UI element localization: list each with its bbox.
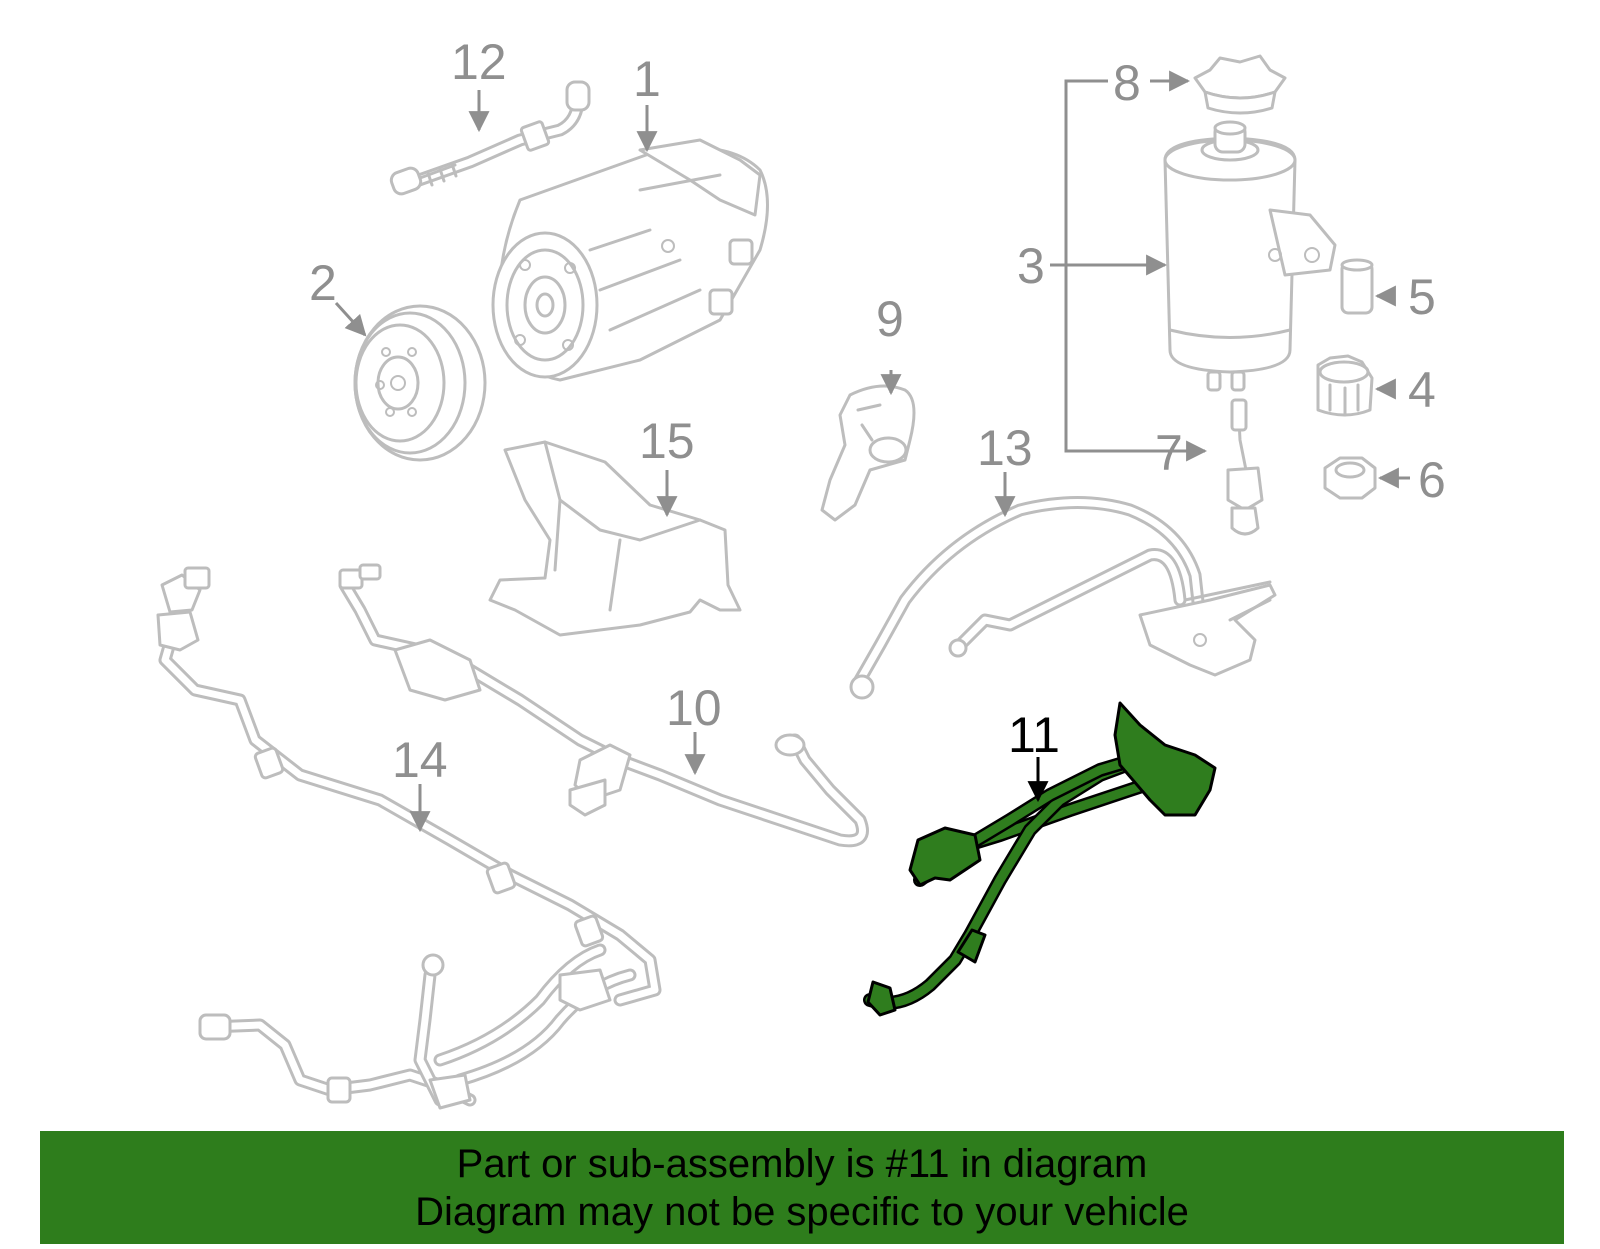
callout-labels: 1 2 3 4 5 6 7 8 9 10 11 12 13 14 15 [309, 34, 1446, 788]
banner-line-2: Diagram may not be specific to your vehi… [415, 1190, 1189, 1234]
part-5-sleeve[interactable] [1340, 258, 1374, 315]
callout-14[interactable]: 14 [392, 732, 448, 788]
part-7-sensor[interactable] [1226, 398, 1264, 536]
callout-15[interactable]: 15 [639, 413, 695, 469]
part-1-pump[interactable] [491, 138, 769, 382]
callout-3[interactable]: 3 [1017, 238, 1045, 294]
part-3-reservoir[interactable] [1163, 120, 1337, 392]
info-banner: Part or sub-assembly is #11 in diagram D… [40, 1131, 1564, 1244]
callout-4[interactable]: 4 [1408, 362, 1436, 418]
part-12-hose[interactable] [389, 80, 591, 196]
part-11-hose-assembly[interactable] [863, 701, 1217, 1017]
callout-11[interactable]: 11 [1008, 707, 1060, 763]
part-8-cap[interactable] [1193, 54, 1287, 115]
callout-10[interactable]: 10 [666, 680, 722, 736]
part-10-hose[interactable] [338, 563, 869, 848]
callout-9[interactable]: 9 [876, 291, 904, 347]
part-13-hose[interactable] [849, 496, 1277, 700]
banner-line-1: Part or sub-assembly is #11 in diagram [456, 1142, 1148, 1186]
callout-13[interactable]: 13 [977, 420, 1033, 476]
callout-7[interactable]: 7 [1155, 425, 1183, 481]
part-6-nut[interactable] [1323, 456, 1377, 500]
part-2-pulley[interactable] [353, 304, 487, 462]
callout-8[interactable]: 8 [1113, 55, 1141, 111]
callout-6[interactable]: 6 [1418, 452, 1446, 508]
callout-1[interactable]: 1 [633, 51, 661, 107]
part-4-filter[interactable] [1316, 354, 1374, 417]
callout-12[interactable]: 12 [451, 34, 507, 90]
callout-5[interactable]: 5 [1408, 269, 1436, 325]
callout-2[interactable]: 2 [309, 255, 337, 311]
part-9-hose[interactable] [820, 384, 916, 522]
bracket-3-7-8 [1050, 70, 1208, 462]
part-15-shield[interactable] [488, 440, 742, 637]
leader-arrows [334, 90, 1410, 833]
